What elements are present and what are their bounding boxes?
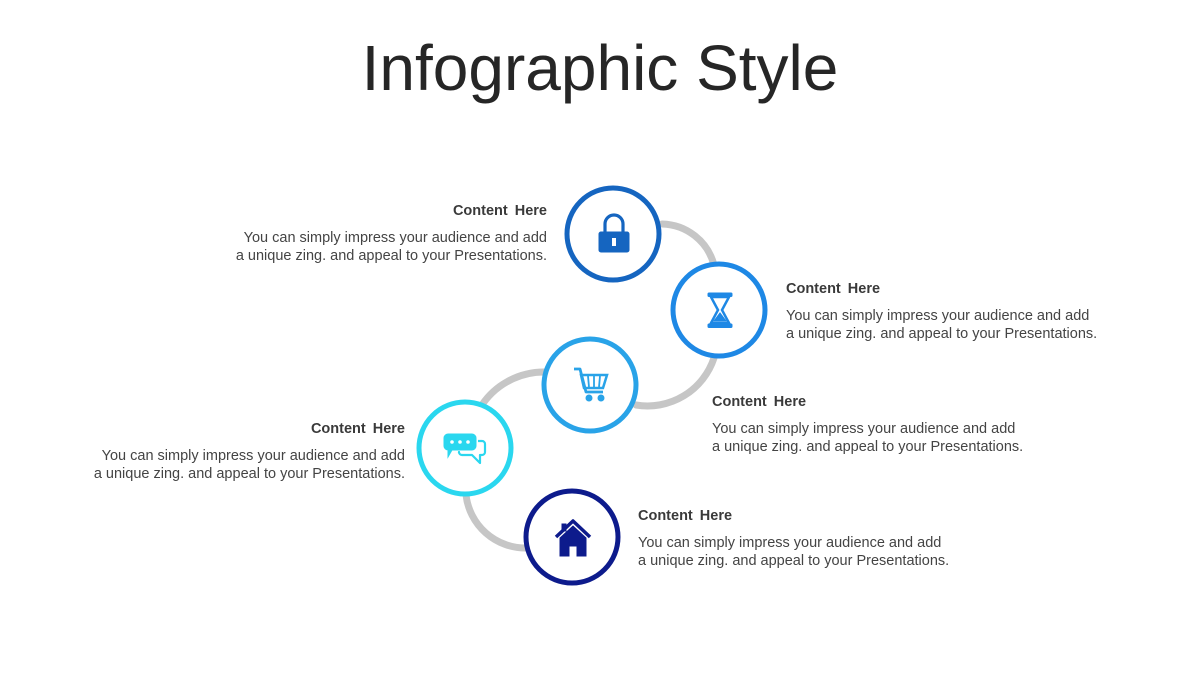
step-body-5-line-1: You can simply impress your audience and… [638,535,942,551]
step-body-4: You can simply impress your audience and… [0,447,405,483]
home-icon [554,519,592,557]
step-text-2: Content Here You can simply impress your… [786,280,1200,343]
shopping-cart-icon [574,367,609,402]
step-body-3-line-2: a unique zing. and appeal to your Presen… [712,439,1024,455]
step-body-1-line-2: a unique zing. and appeal to your Presen… [235,248,547,264]
step-body-5: You can simply impress your audience and… [638,534,1078,570]
step-text-3: Content Here You can simply impress your… [712,393,1152,456]
connector-arc-4-5 [462,491,530,552]
step-text-1: Content Here You can simply impress your… [107,202,547,265]
step-text-5: Content Here You can simply impress your… [638,507,1078,570]
step-body-2-line-1: You can simply impress your audience and… [786,308,1090,324]
step-body-5-line-2: a unique zing. and appeal to your Presen… [638,553,950,569]
hourglass-icon [707,292,733,328]
step-text-4: Content Here You can simply impress your… [0,420,405,483]
step-node-1 [564,185,662,283]
step-body-4-line-1: You can simply impress your audience and… [101,448,405,464]
step-body-1-line-1: You can simply impress your audience and… [243,230,547,246]
chat-bubbles-icon [443,433,487,465]
step-node-2 [670,261,768,359]
connector-arc-1-2 [658,220,718,269]
lock-icon [598,213,630,253]
step-node-3 [541,336,639,434]
step-heading-5: Content Here [638,508,733,524]
step-heading-3: Content Here [712,394,807,410]
step-body-1: You can simply impress your audience and… [107,229,547,265]
step-node-4 [416,399,514,497]
step-node-5 [523,488,621,586]
step-body-2: You can simply impress your audience and… [786,307,1200,343]
step-heading-2: Content Here [786,281,881,297]
page-title: Infographic Style [361,32,839,104]
connector-arc-3-4 [476,368,549,412]
step-ring-3 [541,336,639,434]
step-body-2-line-2: a unique zing. and appeal to your Presen… [786,326,1098,342]
step-body-3-line-1: You can simply impress your audience and… [712,421,1016,437]
step-heading-1: Content Here [452,203,547,219]
connector-arc-2-3 [632,354,718,410]
step-heading-4: Content Here [310,421,405,437]
connector-arcs [462,220,718,552]
step-body-4-line-2: a unique zing. and appeal to your Presen… [93,466,405,482]
step-body-3: You can simply impress your audience and… [712,420,1152,456]
